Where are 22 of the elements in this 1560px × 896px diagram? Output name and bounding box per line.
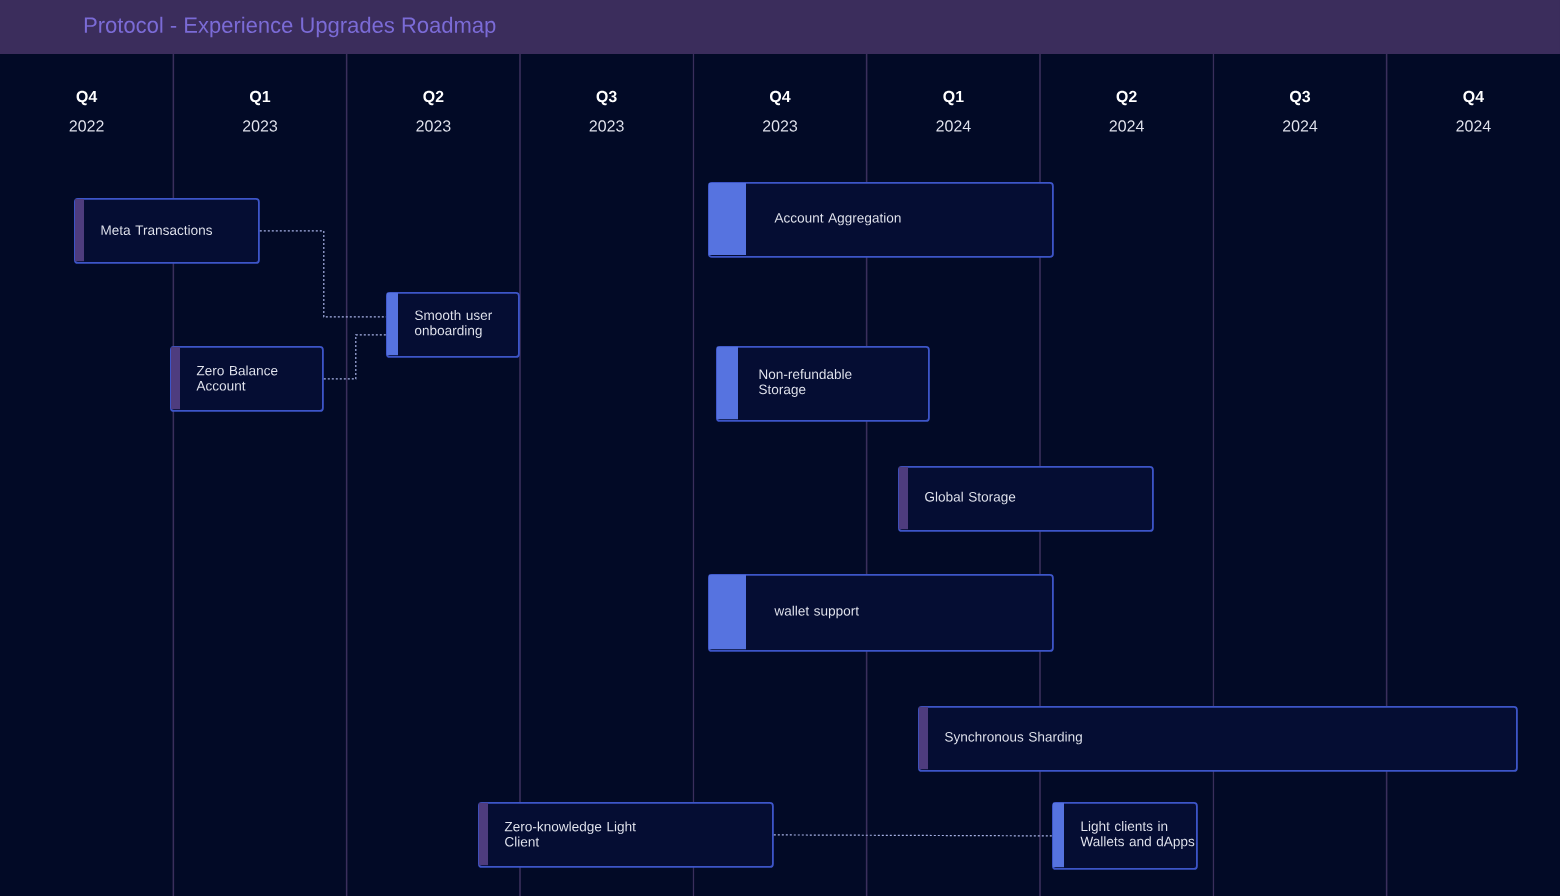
year-label: 2024 <box>1283 120 1318 132</box>
quarter-label: Q4 <box>76 90 98 106</box>
quarter-label: Q1 <box>943 90 964 106</box>
quarter-label: Q4 <box>770 90 791 106</box>
quarter-label: Q3 <box>596 90 617 106</box>
connector-line <box>773 834 1053 837</box>
year-label: 2023 <box>589 120 624 132</box>
year-label: 2024 <box>1109 120 1144 132</box>
year-label: 2024 <box>936 120 971 132</box>
quarter-label: Q3 <box>1290 90 1311 106</box>
year-label: 2023 <box>416 120 451 132</box>
year-label: 2023 <box>763 120 798 132</box>
connector-line <box>259 230 387 318</box>
quarter-label: Q4 <box>1463 90 1484 106</box>
quarter-label: Q1 <box>250 90 271 106</box>
quarter-label: Q2 <box>423 90 444 106</box>
connector-line <box>323 334 387 380</box>
year-label: 2024 <box>1456 120 1491 132</box>
title: Protocol - Experience Upgrades Roadmap <box>84 16 496 38</box>
year-label: 2023 <box>243 120 278 132</box>
year-label: 2022 <box>69 120 104 132</box>
quarter-label: Q2 <box>1116 90 1137 106</box>
